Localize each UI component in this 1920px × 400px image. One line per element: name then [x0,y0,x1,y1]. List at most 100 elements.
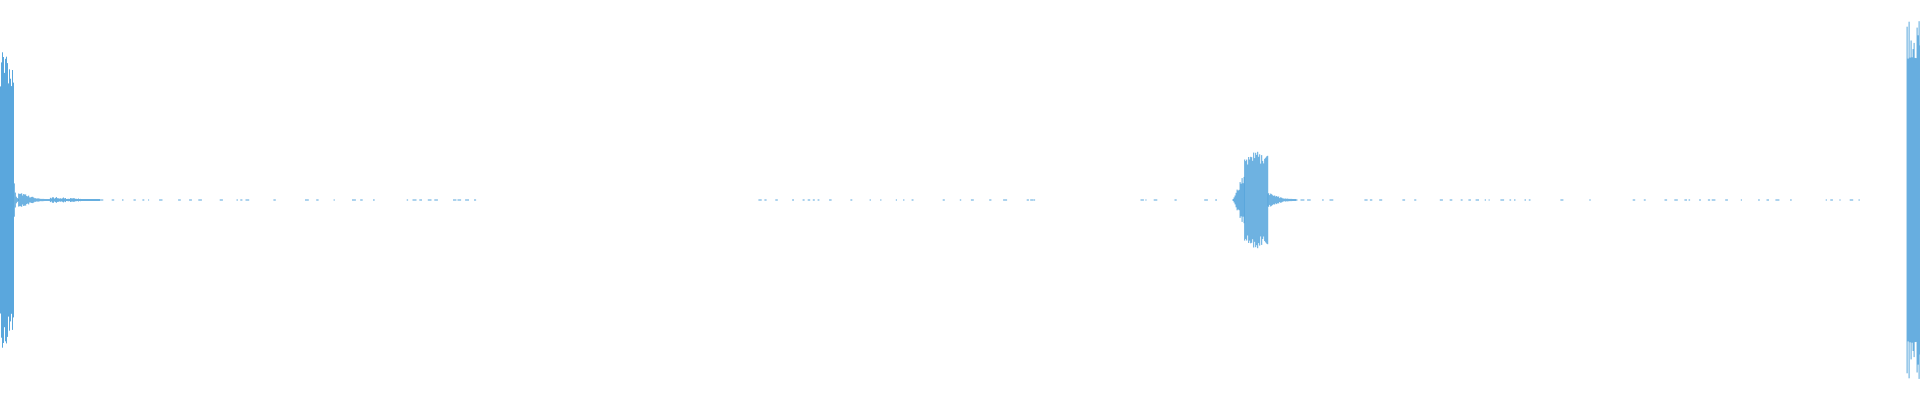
waveform-sample [1290,198,1292,202]
waveform-sample [1688,199,1691,201]
waveform-sample [1286,198,1288,202]
waveform-sample [24,194,26,206]
waveform-sample [1268,193,1270,207]
waveform-sample [807,199,811,201]
waveform-sample [1281,197,1283,203]
waveform-sample [1003,199,1008,201]
waveform-sample [34,198,36,202]
waveform-sample [911,199,914,201]
waveform-sample [11,86,12,314]
waveform-sample [23,194,25,206]
waveform-sample [1267,193,1269,206]
waveform-sample [198,199,202,201]
waveform-sample [1265,157,1267,243]
waveform-sample [989,199,992,201]
waveform-sample [1266,156,1268,244]
waveform-sample [1910,40,1912,360]
waveform-sample [1449,199,1453,201]
waveform-sample [26,196,28,204]
waveform-sample [1140,199,1144,201]
waveform-sample [89,199,91,201]
waveform-sample [25,194,27,206]
waveform-sample [1234,195,1236,205]
waveform-sample [1291,198,1293,202]
waveform-sample [434,199,438,201]
waveform-sample [474,199,477,201]
waveform-sample [122,199,124,201]
waveform-sample [1288,198,1290,202]
waveform-sample [95,199,97,201]
waveform-sample [1283,198,1285,202]
waveform-sample [133,199,136,201]
waveform-sample [1379,199,1383,201]
waveform-sample [85,199,87,201]
waveform-sample [236,199,238,201]
waveform-sample [3,57,4,343]
waveform-sample [97,199,99,201]
waveform-sample [1460,199,1463,201]
waveform-sample [869,199,871,201]
waveform-sample [1775,199,1780,201]
waveform-sample [1236,189,1238,211]
waveform-sample [8,83,9,317]
waveform-sample [16,198,18,202]
waveform-sample [28,195,30,205]
waveform-sample [148,199,150,201]
waveform-sample [903,199,905,201]
waveform-sample [75,198,77,202]
waveform-sample [1243,176,1245,224]
waveform-sample [1262,160,1264,239]
waveform-sample [1589,199,1591,201]
waveform-sample [1259,154,1261,246]
waveform-sample [50,198,52,202]
waveform-sample [465,199,469,201]
waveform-sample [1257,151,1259,249]
waveform-sample [1758,199,1760,201]
waveform-sample [56,198,58,202]
waveform-sample [1251,157,1253,243]
waveform-sample [74,198,76,202]
waveform-sample [273,199,276,201]
waveform-sample [1914,57,1916,343]
waveform-sample [1245,161,1247,239]
waveform-sample [1250,156,1252,244]
waveform-sample [1239,182,1241,218]
waveform-sample [406,199,409,201]
waveform-sample [98,199,100,201]
waveform-trace [0,21,1920,379]
waveform-sample [142,199,145,201]
waveform-sample [1238,189,1240,211]
waveform-sample [29,197,31,203]
waveform-sample [77,198,79,202]
waveform-sample [7,63,8,337]
waveform-sample [792,199,794,201]
waveform-sample [880,199,882,201]
waveform-sample [1484,199,1486,201]
waveform-sample [1237,190,1239,210]
waveform-sample [1915,58,1917,342]
waveform-sample [1414,199,1417,201]
waveform-sample [240,199,243,201]
waveform-sample [72,198,74,202]
waveform-sample [1906,26,1908,374]
waveform-sample [427,199,432,201]
waveform-sample [66,198,68,202]
waveform-sample [59,198,61,202]
waveform-sample [86,199,88,201]
waveform-sample [52,197,54,203]
waveform-sample [1911,57,1913,343]
waveform-sample [92,199,94,201]
waveform-sample [49,197,51,203]
waveform-sample [1254,158,1256,242]
waveform-sample [45,199,47,201]
waveform-sample [1153,199,1158,201]
waveform-sample [1285,198,1287,202]
waveform-sample [1402,199,1406,201]
waveform-sample [44,199,46,201]
waveform-sample [1839,199,1841,201]
waveform-sample [1322,199,1324,201]
waveform-sample [1278,196,1280,204]
waveform-sample [22,195,24,205]
